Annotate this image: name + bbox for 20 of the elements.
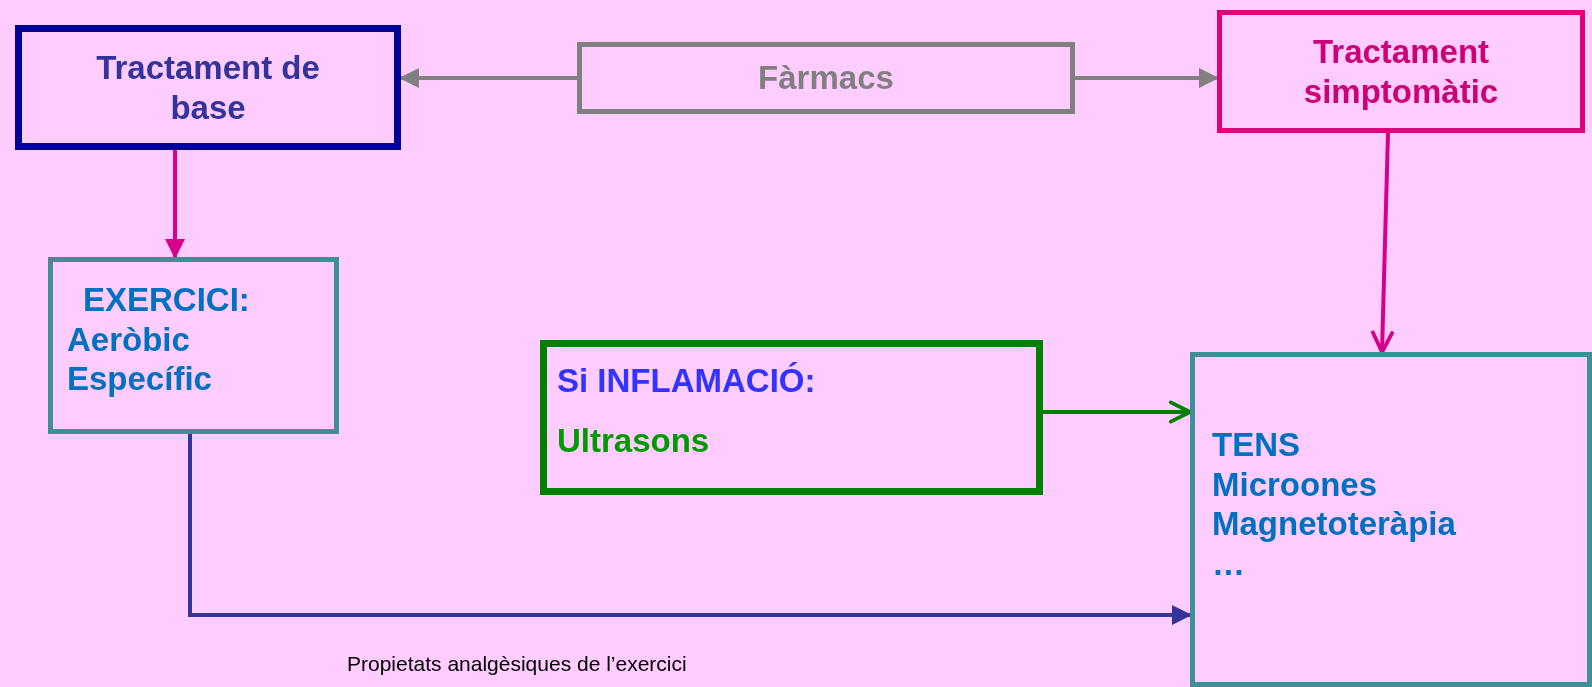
arrow (165, 150, 185, 259)
node-text: Fàrmacs (758, 58, 894, 98)
node-text: Tractament simptomàtic (1302, 31, 1500, 112)
process-box (15, 25, 401, 150)
node-text: Si INFLAMACIÓ: (557, 361, 816, 401)
arrow (1043, 400, 1192, 424)
arrow (399, 68, 577, 88)
node-text: TENS Microones Magnetoteràpia … (1212, 425, 1456, 584)
arrow (188, 434, 1192, 625)
arrow (1371, 132, 1395, 354)
process-box (1217, 10, 1585, 133)
node-text: Tractament de base (95, 47, 321, 128)
process-box (540, 340, 1043, 495)
process-box (1190, 352, 1592, 687)
arrow (1075, 68, 1219, 88)
process-box (48, 257, 339, 434)
node-text: Ultrasons (557, 420, 710, 461)
process-box (577, 42, 1075, 114)
node-text: Aeròbic Específic (67, 319, 212, 399)
node-text: EXERCICI: (83, 280, 250, 320)
